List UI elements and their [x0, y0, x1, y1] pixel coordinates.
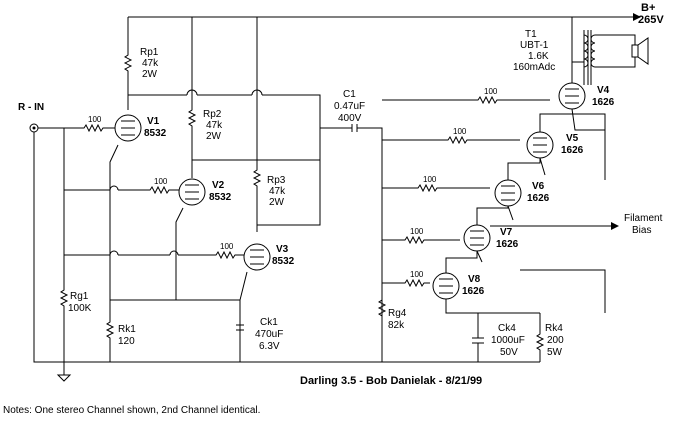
- grid-bus: [64, 185, 244, 260]
- rk1-value: 120: [118, 336, 135, 347]
- grid-stopper-v1: 100: [88, 115, 102, 124]
- transformer-t1: [583, 30, 636, 85]
- rk4-ref: Rk4: [545, 323, 563, 334]
- rp2-rating: 2W: [206, 131, 222, 142]
- rp3-value: 47k: [269, 186, 286, 197]
- ck4-ref: Ck4: [498, 323, 516, 334]
- footer-note: Notes: One stereo Channel shown, 2nd Cha…: [3, 405, 260, 416]
- t1-ref: T1: [525, 29, 537, 40]
- v6-type: 1626: [527, 193, 550, 204]
- t1-value: 1.6K: [528, 51, 549, 62]
- rk1-ref: Rk1: [118, 324, 136, 335]
- v7-ref: V7: [500, 227, 513, 238]
- v5-ref: V5: [566, 133, 579, 144]
- rp1-ref: Rp1: [140, 47, 159, 58]
- ck4-rating: 50V: [500, 347, 518, 358]
- v8-ref: V8: [468, 274, 481, 285]
- v7-type: 1626: [496, 239, 519, 250]
- rk4-rating: 5W: [547, 347, 563, 358]
- cathode-bus: [105, 144, 248, 362]
- tube-v5: [526, 131, 554, 159]
- c1-rating: 400V: [338, 113, 362, 124]
- c1-value: 0.47uF: [334, 101, 365, 112]
- bias-label: Filament: [624, 213, 663, 224]
- v1-type: 8532: [144, 128, 167, 139]
- bplus-name: B+: [641, 2, 655, 14]
- rp3-resistor: [252, 17, 262, 232]
- tube-v8: [432, 272, 460, 300]
- tube-v4: [558, 82, 586, 110]
- rp1-resistor: [123, 17, 133, 110]
- tube-v7: [463, 224, 491, 252]
- c1-ref: C1: [343, 89, 356, 100]
- grid-stopper-v3: 100: [220, 242, 234, 251]
- bplus-voltage: 265V: [638, 14, 664, 26]
- rp2-value: 47k: [206, 120, 223, 131]
- ck4-value: 1000uF: [491, 335, 525, 346]
- input-label: R - IN: [18, 102, 44, 113]
- rp3-ref: Rp3: [267, 175, 286, 186]
- v3-ref: V3: [276, 244, 289, 255]
- rg4-resistor: [377, 299, 387, 317]
- tube-v3: [243, 243, 271, 271]
- rp2-ref: Rp2: [203, 109, 222, 120]
- ck1-value: 470uF: [255, 329, 283, 340]
- grid-stopper-v5: 100: [453, 127, 467, 136]
- rp2-resistor: [187, 17, 197, 178]
- rg1-ref: Rg1: [70, 291, 89, 302]
- t1-current: 160mAdc: [513, 62, 555, 73]
- grid-stopper-v7: 100: [410, 227, 424, 236]
- rk4-value: 200: [547, 335, 564, 346]
- bplus-rail: [128, 13, 641, 63]
- output-plate-wiring: [445, 62, 606, 314]
- v2-ref: V2: [212, 180, 225, 191]
- tube-v1: [114, 114, 142, 142]
- bias-label-2: Bias: [632, 225, 651, 236]
- rp3-rating: 2W: [269, 197, 285, 208]
- v6-ref: V6: [532, 181, 545, 192]
- v8-type: 1626: [462, 286, 485, 297]
- output-grid-bus: [382, 95, 550, 288]
- tube-v6: [494, 179, 522, 207]
- v2-type: 8532: [209, 192, 232, 203]
- bias-output-wire: [490, 222, 619, 313]
- c1-capacitor: [351, 124, 383, 362]
- rg1-value: 100K: [68, 303, 92, 314]
- input-jack[interactable]: [29, 123, 39, 133]
- footer-title: Darling 3.5 - Bob Danielak - 8/21/99: [300, 375, 482, 387]
- grid-stopper-v2: 100: [154, 177, 168, 186]
- ck4-capacitor: [472, 313, 484, 362]
- rp1-value: 47k: [142, 58, 159, 69]
- rg4-ref: Rg4: [388, 308, 407, 319]
- tube-v2: [178, 178, 206, 206]
- v5-type: 1626: [561, 145, 584, 156]
- rk4-resistor: [535, 313, 545, 362]
- grid-stopper-v4: 100: [484, 87, 498, 96]
- ck1-rating: 6.3V: [259, 341, 280, 352]
- rp1-rating: 2W: [142, 69, 158, 80]
- grid-stopper-v6: 100: [423, 175, 437, 184]
- v4-ref: V4: [597, 85, 610, 96]
- t1-part: UBT-1: [520, 40, 549, 51]
- grid-stopper-v8: 100: [410, 270, 424, 279]
- v3-type: 8532: [272, 256, 295, 267]
- input-wiring: [33, 123, 540, 382]
- rg4-value: 82k: [388, 320, 405, 331]
- speaker-icon: [631, 37, 649, 65]
- plate-bus: [128, 89, 352, 226]
- ck1-ref: Ck1: [260, 317, 278, 328]
- v1-ref: V1: [147, 116, 160, 127]
- v4-type: 1626: [592, 97, 615, 108]
